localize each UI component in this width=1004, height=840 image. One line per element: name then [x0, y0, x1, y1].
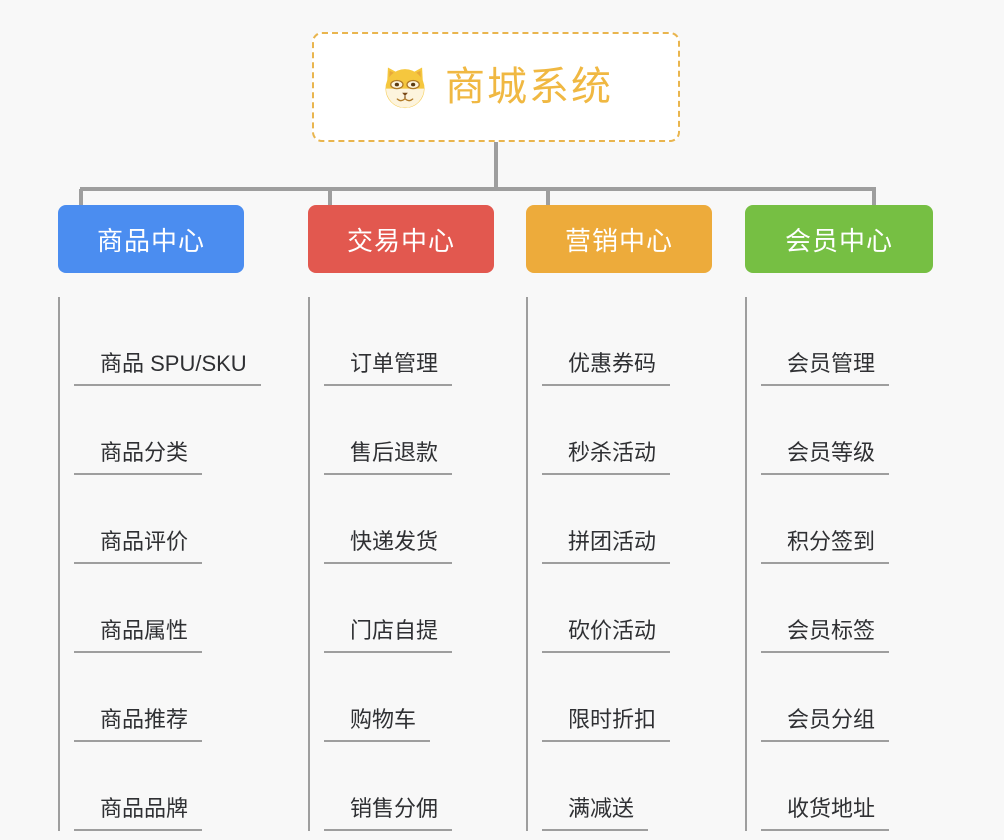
list-item[interactable]: 售后退款: [324, 386, 508, 475]
list-item[interactable]: 会员标签: [761, 564, 945, 653]
list-item[interactable]: 商品属性: [74, 564, 258, 653]
branch-column-trade: 交易中心 订单管理 售后退款 快递发货 门店自提 购物车 销售分佣: [308, 205, 508, 831]
leaf-label: 快递发货: [324, 531, 453, 564]
list-item[interactable]: 收货地址: [761, 742, 945, 831]
category-header-trade[interactable]: 交易中心: [308, 205, 494, 273]
category-header-label: 会员中心: [784, 225, 893, 256]
list-item[interactable]: 商品品牌: [74, 742, 258, 831]
leaf-label: 商品分类: [74, 442, 203, 475]
list-item[interactable]: 商品 SPU/SKU: [74, 297, 261, 386]
leaf-label: 商品属性: [74, 620, 203, 653]
list-item[interactable]: 满减送: [542, 742, 726, 831]
leaf-label: 商品品牌: [74, 798, 203, 831]
list-item[interactable]: 优惠券码: [542, 297, 726, 386]
list-item[interactable]: 积分签到: [761, 475, 945, 564]
list-item[interactable]: 销售分佣: [324, 742, 508, 831]
shiba-dog-face-icon: [379, 61, 431, 113]
root-node[interactable]: 商城系统: [312, 32, 680, 142]
list-item[interactable]: 砍价活动: [542, 564, 726, 653]
list-item[interactable]: 限时折扣: [542, 653, 726, 742]
category-header-label: 商品中心: [96, 225, 205, 256]
category-header-marketing[interactable]: 营销中心: [526, 205, 712, 273]
leaf-label: 商品评价: [74, 531, 203, 564]
list-item[interactable]: 商品分类: [74, 386, 258, 475]
leaf-label: 积分签到: [761, 531, 890, 564]
leaf-list-marketing: 优惠券码 秒杀活动 拼团活动 砍价活动 限时折扣 满减送: [526, 297, 726, 831]
list-item[interactable]: 快递发货: [324, 475, 508, 564]
list-item[interactable]: 拼团活动: [542, 475, 726, 564]
list-item[interactable]: 会员管理: [761, 297, 945, 386]
leaf-label: 收货地址: [761, 798, 890, 831]
category-header-member[interactable]: 会员中心: [745, 205, 933, 273]
list-item[interactable]: 会员分组: [761, 653, 945, 742]
category-header-label: 交易中心: [346, 225, 455, 256]
category-header-label: 营销中心: [564, 225, 673, 256]
leaf-label: 拼团活动: [542, 531, 671, 564]
leaf-label: 秒杀活动: [542, 442, 671, 475]
list-item[interactable]: 秒杀活动: [542, 386, 726, 475]
leaf-label: 订单管理: [324, 353, 453, 386]
leaf-label: 砍价活动: [542, 620, 671, 653]
branch-column-product: 商品中心 商品 SPU/SKU 商品分类 商品评价 商品属性 商品推荐 商品品牌: [58, 205, 261, 831]
list-item[interactable]: 会员等级: [761, 386, 945, 475]
leaf-label: 购物车: [324, 709, 431, 742]
leaf-label: 售后退款: [324, 442, 453, 475]
leaf-label: 会员等级: [761, 442, 890, 475]
leaf-list-product: 商品 SPU/SKU 商品分类 商品评价 商品属性 商品推荐 商品品牌: [58, 297, 261, 831]
leaf-label: 会员分组: [761, 709, 890, 742]
leaf-list-trade: 订单管理 售后退款 快递发货 门店自提 购物车 销售分佣: [308, 297, 508, 831]
branch-column-member: 会员中心 会员管理 会员等级 积分签到 会员标签 会员分组 收货地址: [745, 205, 945, 831]
branch-column-marketing: 营销中心 优惠券码 秒杀活动 拼团活动 砍价活动 限时折扣 满减送: [526, 205, 726, 831]
leaf-label: 会员标签: [761, 620, 890, 653]
leaf-label: 满减送: [542, 798, 649, 831]
leaf-label: 会员管理: [761, 353, 890, 386]
root-title: 商城系统: [445, 65, 613, 109]
leaf-list-member: 会员管理 会员等级 积分签到 会员标签 会员分组 收货地址: [745, 297, 945, 831]
category-header-product[interactable]: 商品中心: [58, 205, 244, 273]
list-item[interactable]: 门店自提: [324, 564, 508, 653]
list-item[interactable]: 订单管理: [324, 297, 508, 386]
leaf-label: 销售分佣: [324, 798, 453, 831]
leaf-label: 商品推荐: [74, 709, 203, 742]
list-item[interactable]: 商品评价: [74, 475, 258, 564]
leaf-label: 商品 SPU/SKU: [74, 353, 261, 386]
leaf-label: 限时折扣: [542, 709, 671, 742]
list-item[interactable]: 购物车: [324, 653, 508, 742]
list-item[interactable]: 商品推荐: [74, 653, 258, 742]
leaf-label: 优惠券码: [542, 353, 671, 386]
leaf-label: 门店自提: [324, 620, 453, 653]
